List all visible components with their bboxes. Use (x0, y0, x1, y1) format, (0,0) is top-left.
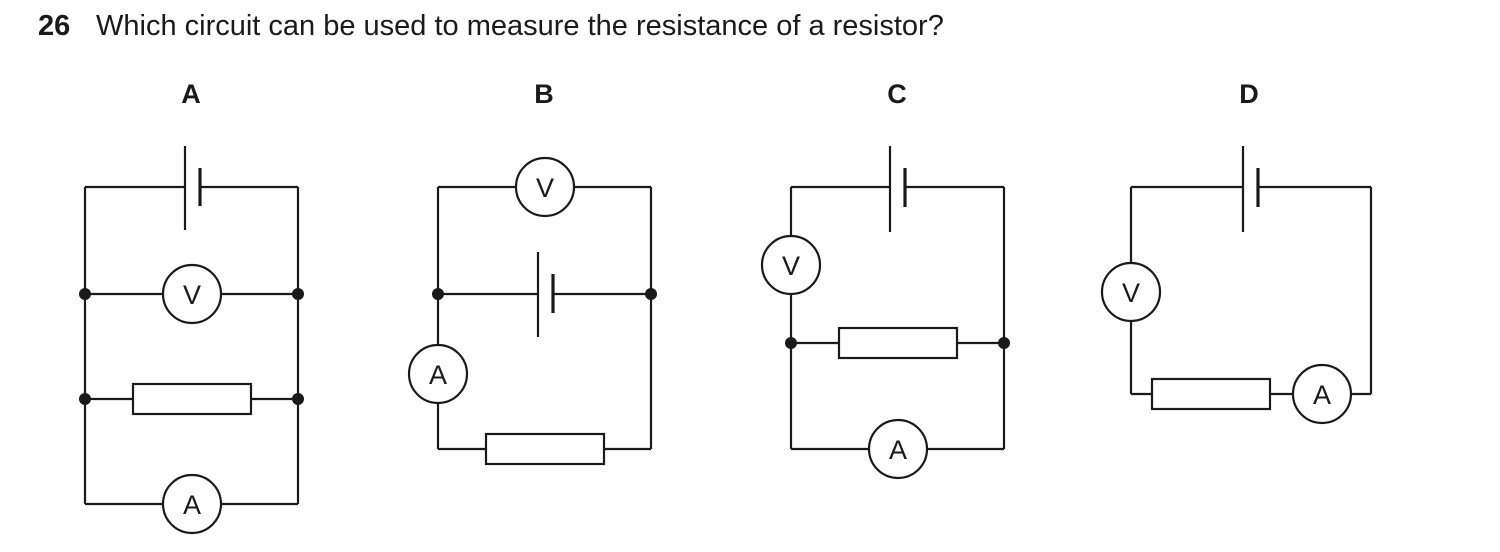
cell-icon (1241, 146, 1260, 232)
svg-text:A: A (183, 490, 201, 520)
voltmeter-icon: V (514, 156, 576, 218)
resistor-icon (131, 382, 253, 416)
circuit-a[interactable]: V A (79, 146, 304, 535)
svg-text:V: V (782, 251, 800, 281)
junction-dot (79, 288, 91, 300)
circuit-b[interactable]: V A (407, 156, 657, 466)
voltmeter-icon: V (760, 234, 822, 296)
svg-text:A: A (429, 360, 447, 390)
option-d-label[interactable]: D (1239, 79, 1259, 109)
junction-dot (432, 288, 444, 300)
ammeter-icon: A (867, 418, 929, 480)
option-b-label[interactable]: B (534, 79, 554, 109)
question: 26 Which circuit can be used to measure t… (38, 8, 944, 44)
resistor-icon (837, 326, 959, 360)
svg-text:V: V (183, 280, 201, 310)
voltmeter-icon: V (161, 263, 223, 325)
svg-text:V: V (1122, 278, 1140, 308)
svg-text:A: A (1313, 380, 1331, 410)
cell-icon (536, 252, 555, 337)
junction-dot (79, 393, 91, 405)
ammeter-icon: A (407, 343, 469, 405)
question-text: Which circuit can be used to measure the… (96, 10, 944, 42)
cell-icon (183, 146, 202, 230)
resistor-icon (484, 432, 606, 466)
resistor-icon (1150, 377, 1272, 411)
junction-dot (998, 337, 1010, 349)
option-a-label[interactable]: A (181, 79, 201, 109)
junction-dot (292, 393, 304, 405)
ammeter-icon: A (1291, 363, 1353, 425)
ammeter-icon: A (161, 473, 223, 535)
svg-text:V: V (536, 173, 554, 203)
junction-dot (785, 337, 797, 349)
question-number: 26 (38, 10, 71, 42)
svg-text:A: A (889, 435, 907, 465)
junction-dot (292, 288, 304, 300)
junction-dot (645, 288, 657, 300)
voltmeter-icon: V (1100, 261, 1162, 323)
circuit-d[interactable]: V A (1100, 146, 1373, 425)
option-c-label[interactable]: C (887, 79, 907, 109)
cell-icon (888, 146, 907, 232)
circuit-c[interactable]: V A (760, 146, 1010, 480)
